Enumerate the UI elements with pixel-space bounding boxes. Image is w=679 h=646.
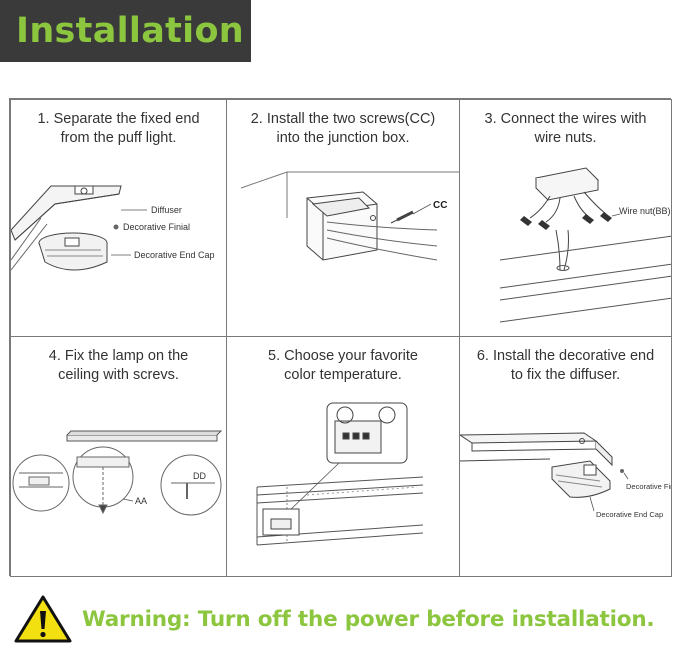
wire-nut-label: Wire nut(BB) — [619, 206, 671, 216]
step-6-panel: 6. Install the decorative end to fix the… — [459, 336, 672, 577]
step-3-panel: 3. Connect the wires with wire nuts. — [459, 99, 672, 337]
junction-box-drawing — [240, 171, 459, 261]
end-cap-label: Decorative End Cap — [134, 250, 215, 260]
step-1-caption: 1. Separate the fixed end from the puff … — [37, 111, 200, 146]
finial-label: Decorative Finial — [123, 222, 190, 232]
switch-detail-drawing — [326, 402, 408, 464]
step-3-caption: 3. Connect the wires with wire nuts. — [484, 111, 647, 146]
step-1-illustration: Diffuser Decorative Finial Decorative En… — [11, 185, 215, 271]
step-1-panel: 1. Separate the fixed end from the puff … — [10, 99, 227, 337]
wire-nut-drawing — [520, 212, 612, 230]
detail-circle-left — [12, 454, 70, 512]
screw-label: CC — [433, 200, 447, 211]
step-2-panel: 2. Install the two screws(CC) into the j… — [226, 99, 460, 337]
ceiling-box-drawing — [534, 167, 600, 201]
page-title: Installation — [16, 11, 245, 51]
detail-circle-right — [160, 454, 222, 516]
step-5-caption: 5. Choose your favorite color temperatur… — [268, 348, 418, 383]
finial-drawing — [113, 224, 119, 230]
end-cap-drawing — [38, 232, 108, 271]
header-banner: Installation — [0, 0, 251, 62]
screw-drawing — [390, 210, 414, 224]
step-4-caption: 4. Fix the lamp on the ceiling with scre… — [48, 348, 189, 383]
step-3-illustration: Wire nut(BB) — [499, 167, 671, 323]
detail-circle-center — [72, 446, 134, 515]
driver-box-drawing — [262, 508, 300, 536]
step-5-illustration — [256, 402, 424, 546]
light-body-drawing — [460, 432, 613, 467]
step-4-illustration: AA DD — [12, 430, 223, 516]
step-4-panel: 4. Fix the lamp on the ceiling with scre… — [10, 336, 227, 577]
step-2-illustration: CC — [240, 171, 459, 261]
steps-grid: 1. Separate the fixed end from the puff … — [9, 98, 672, 577]
finial-drawing — [620, 469, 624, 473]
aa-label: AA — [135, 496, 147, 506]
ceiling-rail-drawing — [66, 430, 223, 442]
step-6-caption: 6. Install the decorative end to fix the… — [476, 348, 655, 383]
warning-triangle-icon — [14, 595, 72, 643]
step-2-caption: 2. Install the two screws(CC) into the j… — [250, 111, 436, 146]
fixture-base-drawing — [499, 235, 671, 323]
diffuser-label: Diffuser — [151, 205, 182, 215]
step-5-panel: 5. Choose your favorite color temperatur… — [226, 336, 460, 577]
end-cap-drawing — [551, 460, 611, 498]
end-cap-label: Decorative End Cap — [596, 510, 663, 519]
dd-label: DD — [193, 471, 206, 481]
finial-label: Decorative Finial — [626, 482, 672, 491]
step-6-illustration: Decorative Finial Decorative End Cap — [460, 432, 672, 519]
warning-banner: Warning: Turn off the power before insta… — [14, 594, 674, 644]
wires-drawing — [529, 191, 607, 271]
light-body-drawing — [11, 185, 122, 271]
warning-text: Warning: Turn off the power before insta… — [82, 606, 655, 632]
